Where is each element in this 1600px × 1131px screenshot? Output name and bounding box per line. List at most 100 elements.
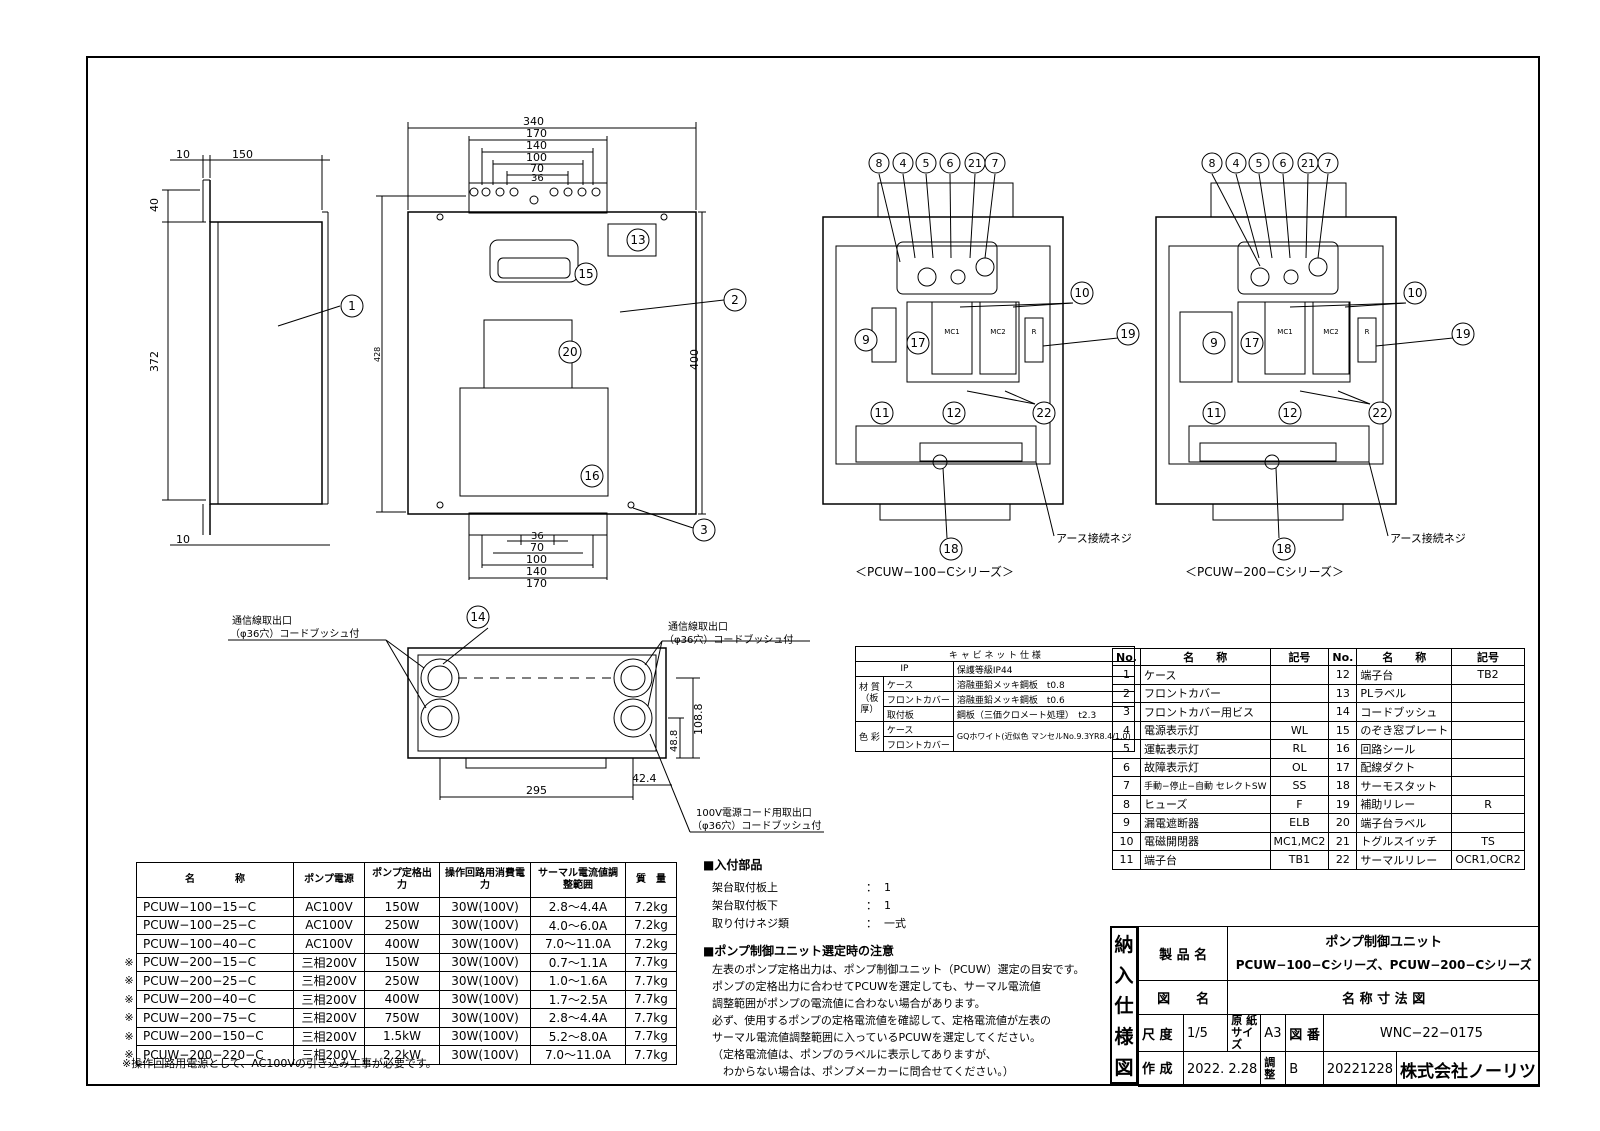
cabinet-value: 溶融亜鉛メッキ鋼板 t0.6 [952, 691, 1135, 707]
stamp-char: 図 [1114, 1057, 1134, 1080]
cabinet-ip-label: IP [855, 661, 954, 677]
adjust-label: 調 整 [1260, 1051, 1287, 1087]
spec-thermal: 1.7〜2.5A [530, 989, 626, 1009]
spec-mark: ※ [124, 1011, 134, 1025]
spec-power: 三相200V [293, 971, 365, 991]
part-no: 2 [1112, 683, 1141, 703]
callout-b-8: 8 [1209, 157, 1216, 170]
stamp-char: 入 [1114, 964, 1134, 987]
part-name: 端子台 [1356, 665, 1453, 685]
callout-a-19: 19 [1120, 327, 1135, 341]
spec-power: 三相200V [293, 952, 365, 972]
spec-consumption: 30W(100V) [439, 971, 531, 991]
accessory-name: 架台取付板下 [712, 899, 778, 912]
callout-1: 1 [348, 299, 356, 313]
part-name: サーモスタット [1356, 776, 1453, 796]
part-name: 端子台 [1139, 850, 1271, 870]
power-1: 100V電源コード用取出口 [696, 806, 812, 819]
caution-text: 左表のポンプ定格出力は、ポンプ制御ユニット（PCUW）選定の目安です。ポンプの定… [712, 961, 1084, 1080]
spec-output: 400W [364, 989, 440, 1009]
part-symbol: OL [1269, 757, 1330, 777]
scale-value: 1/5 [1182, 1014, 1229, 1052]
callout-b-22: 22 [1372, 406, 1387, 420]
part-name: 電磁開閉器 [1139, 831, 1271, 851]
front-view [277, 122, 725, 580]
side-view [162, 155, 330, 546]
dim-b100: 100 [526, 553, 547, 566]
spec-model: PCUW−100−25−C [136, 915, 294, 935]
cabinet-value: 鋼板（三価クロメート処理） t2.3 [952, 706, 1135, 722]
part-no: 14 [1328, 702, 1358, 722]
spec-model: PCUW−200−75−C [136, 1008, 294, 1028]
callout-a-17: 17 [910, 336, 925, 350]
part-no: 21 [1328, 831, 1358, 851]
part-name: 配線ダクト [1356, 757, 1453, 777]
dim-70: 70 [530, 162, 544, 175]
spec-mark: ※ [124, 955, 134, 969]
label-r-b: R [1365, 328, 1370, 336]
callout-a-8: 8 [876, 157, 883, 170]
spec-consumption: 30W(100V) [439, 989, 531, 1009]
spec-header-thermal: サーマル電流値調整範囲 [530, 862, 626, 898]
dim-170: 170 [526, 127, 547, 140]
dim-side-372: 372 [148, 351, 161, 372]
part-name: 端子台ラベル [1356, 813, 1453, 833]
earth-label-b: アース接続ネジ [1390, 531, 1466, 545]
spec-model: PCUW−100−40−C [136, 934, 294, 954]
spec-header-name: 名 称 [136, 862, 294, 898]
part-no: 17 [1328, 757, 1358, 777]
cabinet-part: ケース [882, 676, 954, 692]
stamp-char: 様 [1114, 1026, 1134, 1049]
product-name-1: ポンプ制御ユニット [1325, 934, 1442, 950]
callout-13: 13 [630, 233, 645, 247]
accessory-qty: 1 [884, 899, 891, 912]
label-r-a: R [1032, 328, 1037, 336]
part-no: 9 [1112, 813, 1141, 833]
dim-295: 295 [526, 784, 547, 797]
callout-b-11: 11 [1206, 406, 1221, 420]
callout-a-12: 12 [946, 406, 961, 420]
dim-b140: 140 [526, 565, 547, 578]
spec-output: 250W [364, 915, 440, 935]
dim-side-150: 150 [232, 148, 253, 161]
part-no: 3 [1112, 702, 1141, 722]
dim-48-8: 48.8 [669, 730, 680, 752]
spec-mark [122, 916, 137, 935]
spec-weight: 7.7kg [625, 1008, 677, 1028]
model-spec-table: 名 称 ポンプ電源 ポンプ定格出力 操作回路用消費電力 サーマル電流値調整範囲 … [122, 862, 677, 1065]
callout-b-5: 5 [1256, 157, 1263, 170]
stamp-char: 納 [1114, 933, 1134, 956]
part-symbol: F [1269, 794, 1330, 814]
dim-340: 340 [523, 115, 544, 128]
parts-header-name: 名 称 [1356, 648, 1453, 666]
callout-b-21: 21 [1301, 157, 1315, 170]
part-symbol: SS [1269, 776, 1330, 796]
spec-thermal: 2.8〜4.4A [530, 897, 626, 917]
part-no: 18 [1328, 776, 1358, 796]
paper-label: 原 紙 サイズ [1227, 1014, 1262, 1052]
part-no: 4 [1112, 720, 1141, 740]
part-no: 12 [1328, 665, 1358, 685]
part-no: 6 [1112, 757, 1141, 777]
callout-a-21: 21 [968, 157, 982, 170]
callout-a-4: 4 [900, 157, 907, 170]
spec-output: 2.2kW [364, 1045, 440, 1065]
caution-line: （定格電流値は、ポンプのラベルに表示してありますが、 [712, 1048, 997, 1061]
accessory-name: 取り付けネジ類 [712, 917, 789, 930]
part-symbol [1451, 720, 1525, 740]
spec-thermal: 1.0〜1.6A [530, 971, 626, 991]
caption-pcuw100: ＜PCUW−100−Cシリーズ＞ [855, 564, 1014, 579]
callout-a-7: 7 [992, 157, 999, 170]
callout-a-22: 22 [1036, 406, 1051, 420]
spec-consumption: 30W(100V) [439, 952, 531, 972]
spec-weight: 7.7kg [625, 1045, 677, 1065]
spec-model: PCUW−200−40−C [136, 989, 294, 1009]
part-name: のぞき窓プレート [1356, 720, 1453, 740]
